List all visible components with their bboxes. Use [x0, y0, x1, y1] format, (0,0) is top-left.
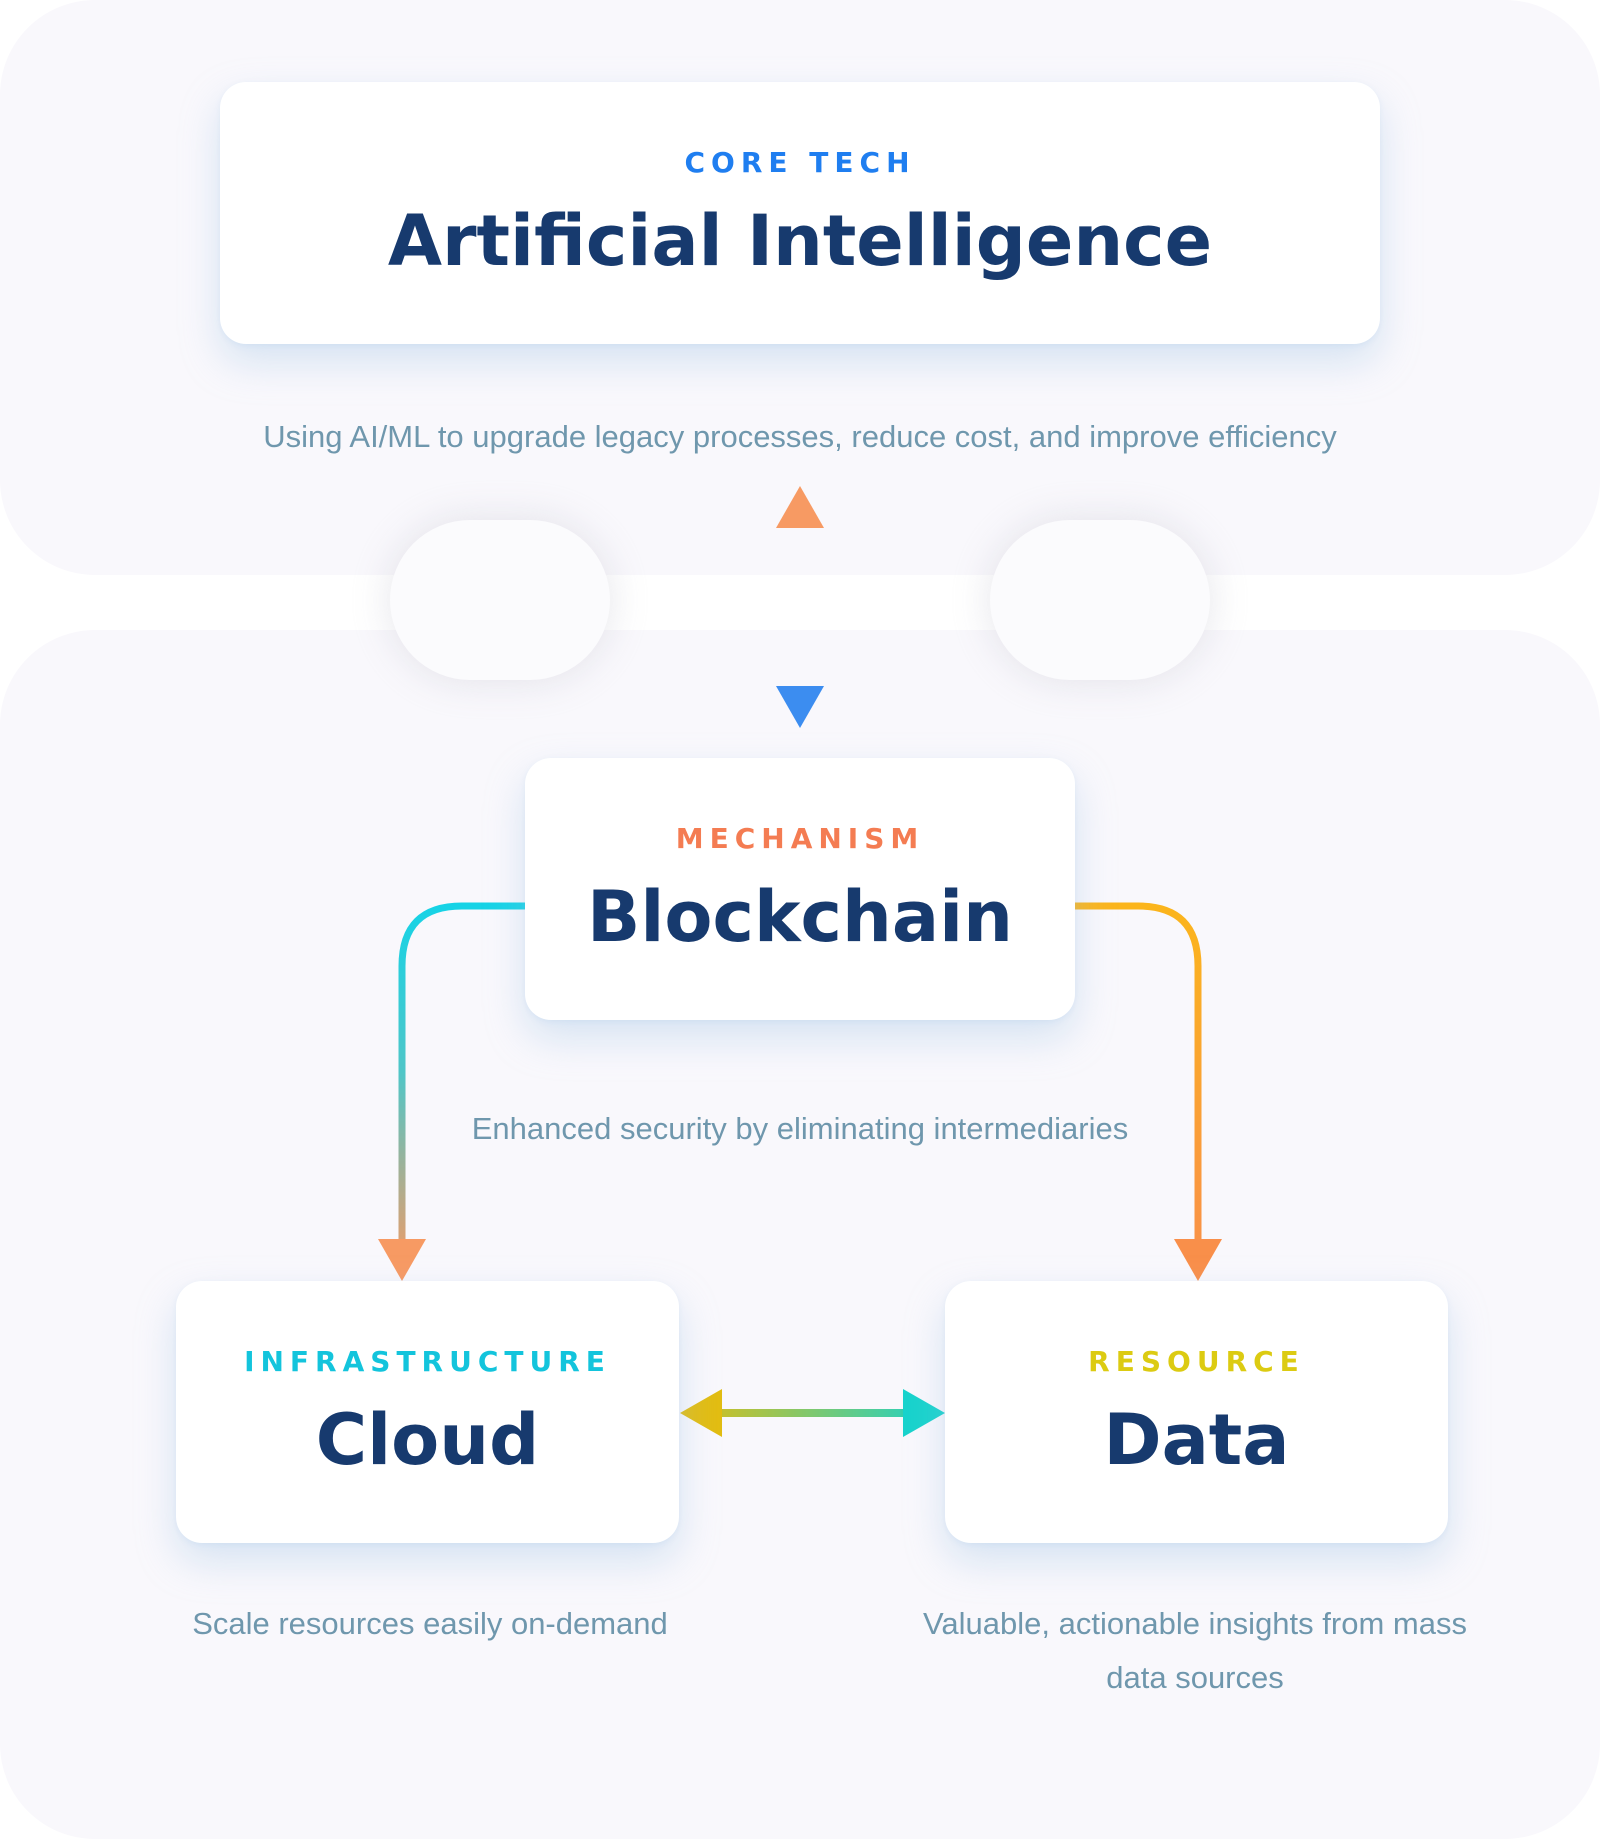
cloud-title: Cloud [315, 1399, 540, 1481]
edge-blockchain-cloud [378, 902, 525, 1281]
ai-description: Using AI/ML to upgrade legacy processes,… [263, 419, 1337, 454]
blockchain-card: MECHANISM Blockchain [525, 758, 1075, 1020]
edge-ai-blockchain [776, 486, 824, 728]
data-title: Data [1103, 1399, 1290, 1481]
data-card: RESOURCE Data [945, 1281, 1448, 1543]
ai-eyebrow: CORE TECH [684, 146, 916, 179]
edge-cloud-data [680, 1389, 945, 1437]
arrowhead-down-cloud [378, 1239, 426, 1281]
blockchain-title: Blockchain [587, 876, 1013, 958]
ai-card: CORE TECH Artificial Intelligence [220, 82, 1380, 344]
arrowhead-down [776, 686, 824, 728]
cloud-description: Scale resources easily on-demand [192, 1606, 668, 1641]
right-notch [990, 520, 1210, 680]
arrowhead-left [680, 1389, 722, 1437]
arrowhead-up [776, 486, 824, 528]
cloud-eyebrow: INFRASTRUCTURE [244, 1345, 611, 1378]
ai-title: Artificial Intelligence [387, 200, 1213, 282]
left-notch [390, 520, 610, 680]
data-description: Valuable, actionable insights from mass … [923, 1606, 1467, 1695]
cloud-card: INFRASTRUCTURE Cloud [176, 1281, 679, 1543]
data-eyebrow: RESOURCE [1088, 1345, 1305, 1378]
arrowhead-right [903, 1389, 945, 1437]
blockchain-eyebrow: MECHANISM [675, 822, 925, 855]
blockchain-description: Enhanced security by eliminating interme… [471, 1111, 1129, 1146]
arrowhead-down-data [1174, 1239, 1222, 1281]
edge-blockchain-data [1075, 902, 1222, 1281]
